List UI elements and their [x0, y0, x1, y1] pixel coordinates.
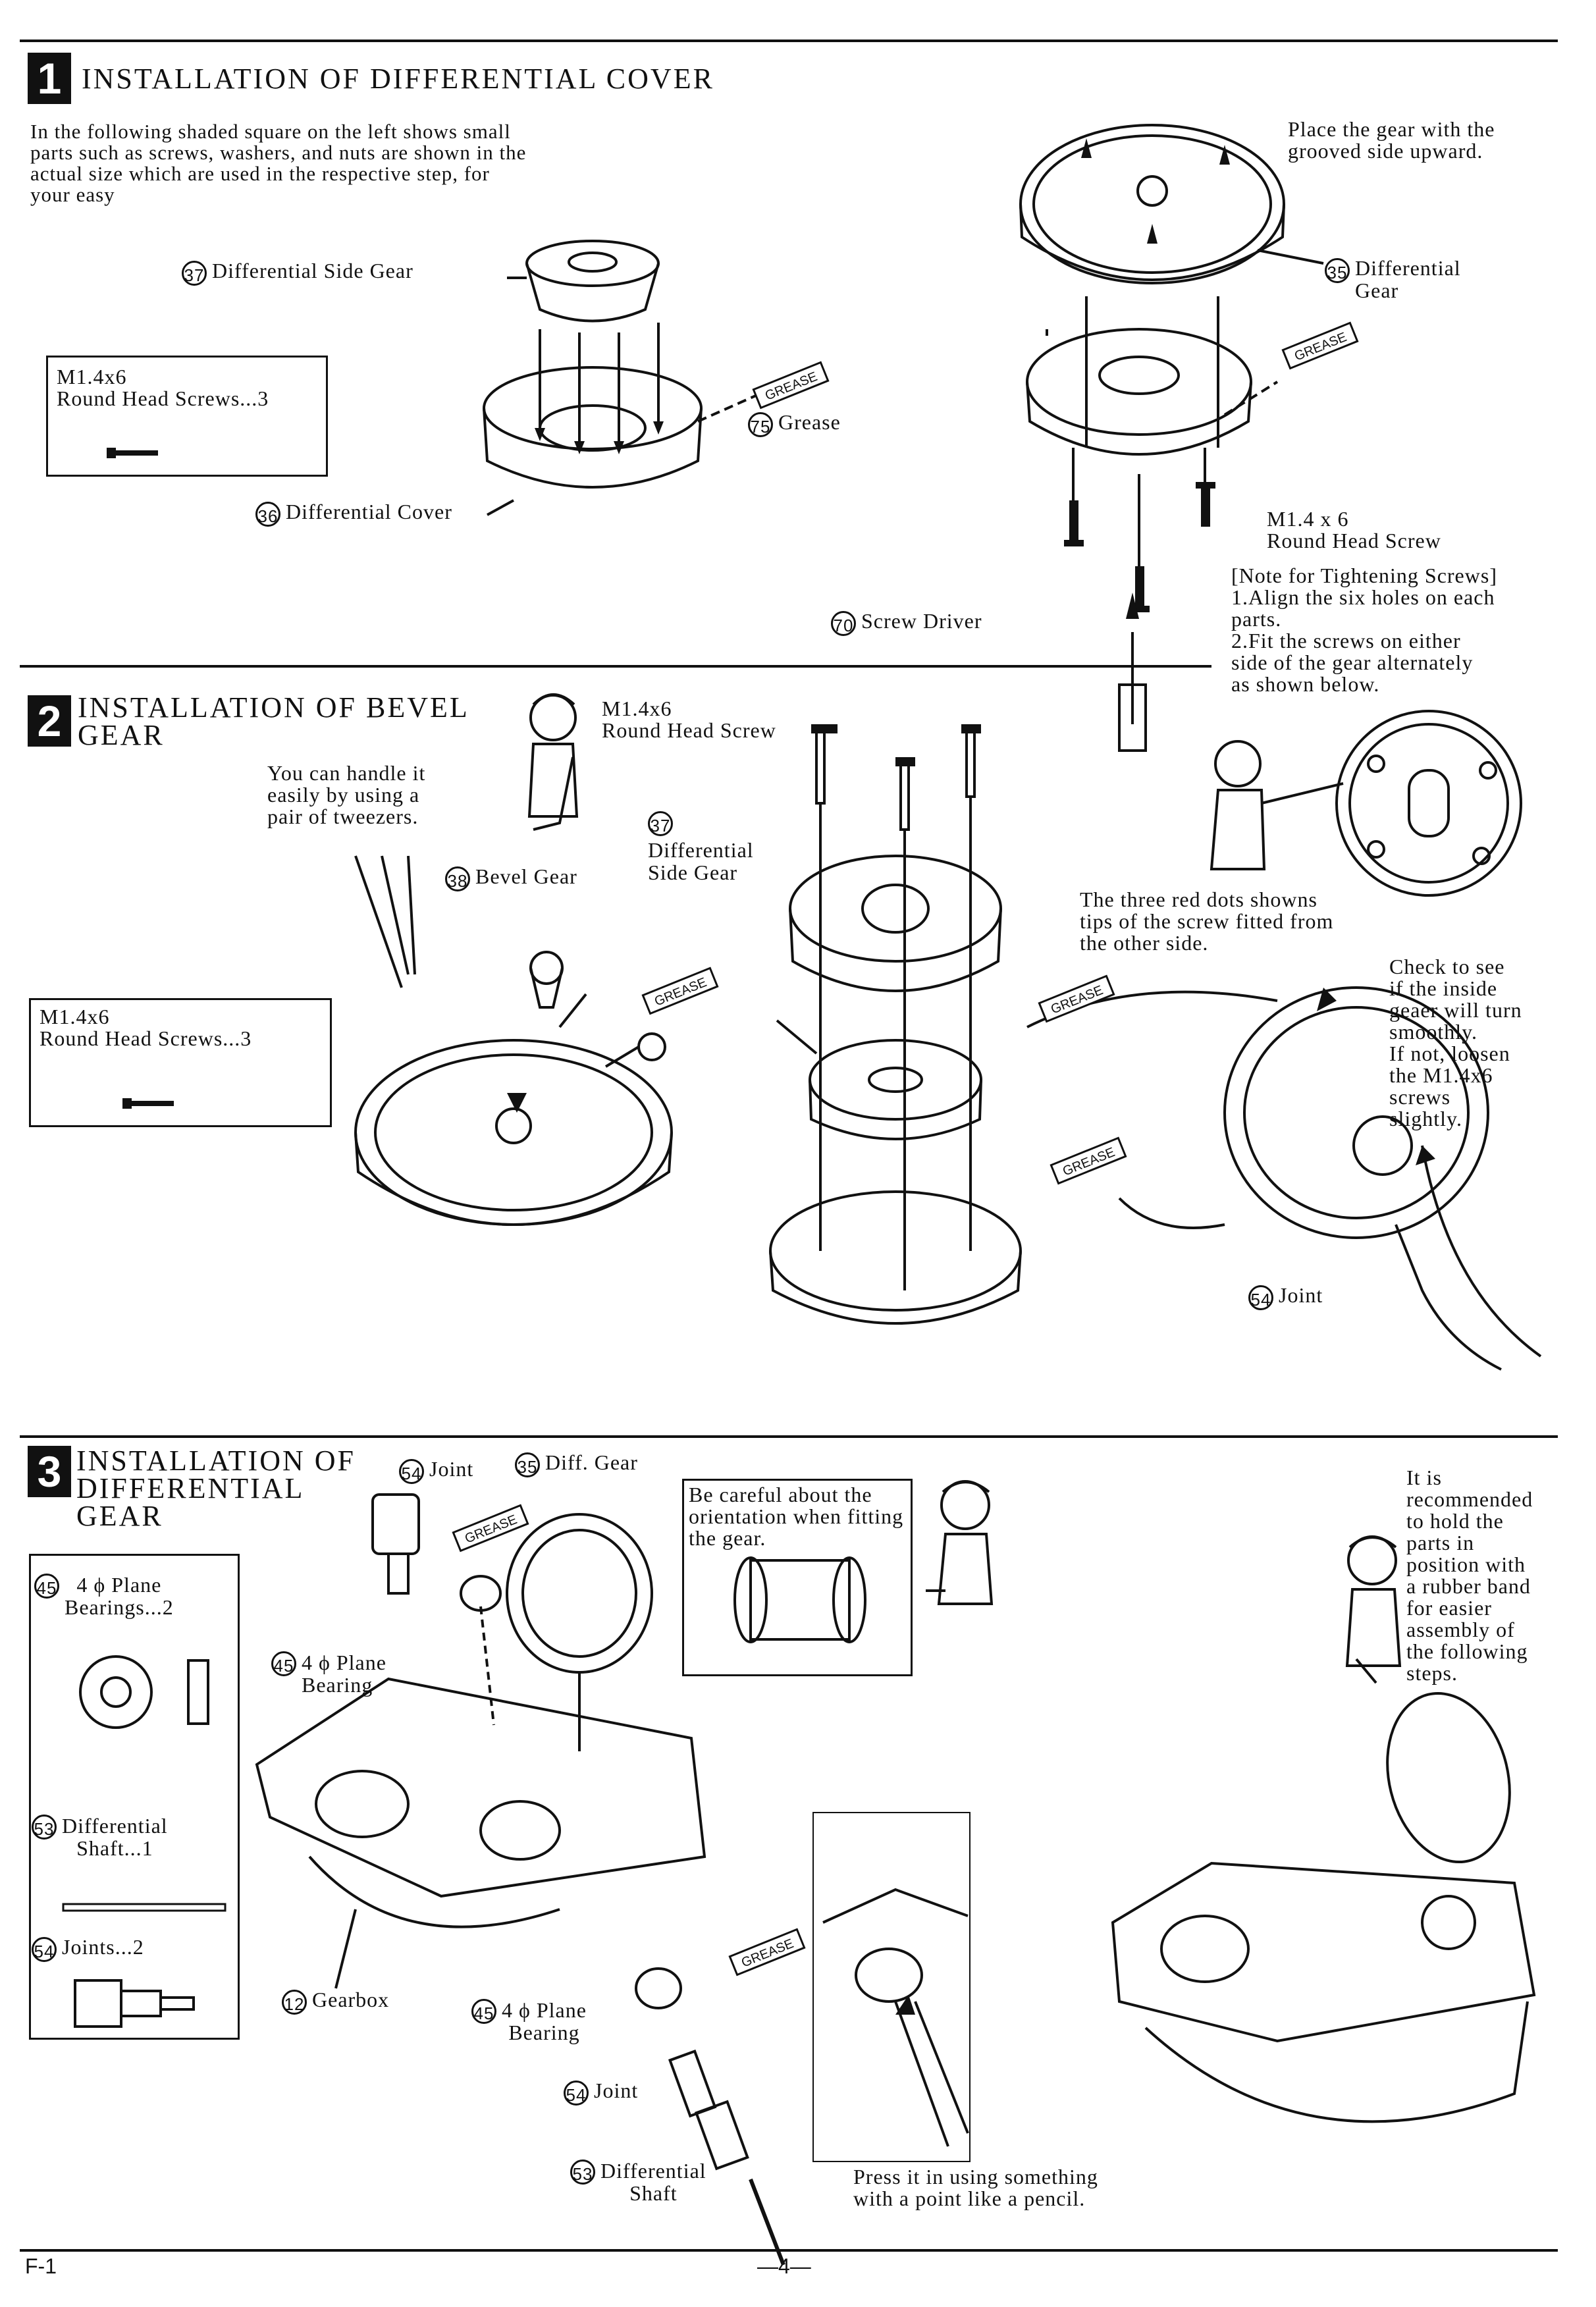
screw-label-section-1: M1.4 x 6 Round Head Screw — [1267, 507, 1441, 552]
section-divider-2 — [20, 1435, 1558, 1438]
mascot-figure-3 — [1345, 1535, 1402, 1684]
press-illustration-box — [812, 1812, 971, 2162]
illustration-bevel-gear-install — [354, 855, 673, 1226]
bottom-rule — [20, 2249, 1558, 2252]
bearing-icon — [79, 1655, 209, 1729]
illustration-rubber-band — [1111, 1691, 1536, 2123]
parts-box-section-3 — [29, 1554, 240, 2040]
illustration-hand-turning-gear — [1026, 986, 1542, 1371]
section-1-title: INSTALLATION OF DIFFERENTIAL COVER — [82, 63, 714, 95]
section-2-number: 2 — [28, 695, 71, 747]
grease-tag-4: GREASE — [1038, 974, 1115, 1023]
shaft-icon — [62, 1903, 226, 1912]
section-2-title: INSTALLATION OF BEVEL GEAR — [78, 691, 469, 751]
page-number: —4— — [757, 2254, 811, 2278]
tweezers-note: You can handle it easily by using a pair… — [267, 761, 426, 828]
illustration-gear-and-screws — [1019, 124, 1324, 752]
careful-note-box — [682, 1479, 913, 1676]
illustration-side-gear-and-cover — [483, 240, 758, 516]
parts-box-section-2-text: M1.4x6 Round Head Screws...3 — [40, 1005, 252, 1050]
illustration-gearbox-assembly — [255, 1493, 785, 2266]
grease-tag-5: GREASE — [1050, 1136, 1127, 1185]
mascot-figure-2 — [926, 1480, 994, 1605]
screw-icon — [107, 448, 158, 458]
illustration-gear-holes — [1210, 710, 1522, 897]
press-note: Press it in using something with a point… — [853, 2165, 1098, 2210]
grease-tag-3: GREASE — [641, 967, 719, 1015]
grease-tag-6: GREASE — [452, 1504, 529, 1552]
parts-box-section-1-text: M1.4x6 Round Head Screws...3 — [57, 365, 269, 410]
gear-orientation-illustration — [733, 1556, 866, 1643]
joint-icon — [74, 1979, 195, 2028]
screw-label-section-2: M1.4x6 Round Head Screw — [602, 697, 776, 742]
grease-tag-1: GREASE — [752, 361, 830, 410]
section-3-title: INSTALLATION OF DIFFERENTIAL GEAR — [76, 1445, 356, 1532]
check-note: Check to see if the inside geaer will tu… — [1389, 955, 1522, 1130]
section-3-number: 3 — [28, 1446, 71, 1497]
screw-icon-2 — [122, 1098, 174, 1109]
page-code: F-1 — [25, 2254, 57, 2278]
grease-tag-2: GREASE — [1281, 321, 1359, 370]
section-1-intro: In the following shaded square on the le… — [30, 120, 527, 206]
mascot-figure-1 — [527, 693, 579, 831]
parts-box-section-2 — [29, 998, 332, 1127]
top-rule — [20, 40, 1558, 42]
section-divider-1 — [20, 665, 1211, 668]
rubber-band-note: It is recommended to hold the parts in p… — [1406, 1466, 1533, 1685]
place-gear-note: Place the gear with the grooved side upw… — [1288, 117, 1495, 163]
press-illustration — [822, 1888, 969, 2147]
section-1-number: 1 — [28, 53, 71, 104]
careful-note: Be careful about the orientation when fi… — [689, 1483, 904, 1550]
illustration-exploded-diff — [769, 724, 1022, 1325]
red-dots-note: The three red dots showns tips of the sc… — [1080, 888, 1334, 955]
tightening-note: [Note for Tightening Screws] 1.Align the… — [1231, 564, 1497, 696]
parts-box-section-1 — [46, 356, 328, 477]
grease-tag-7: GREASE — [728, 1928, 806, 1976]
